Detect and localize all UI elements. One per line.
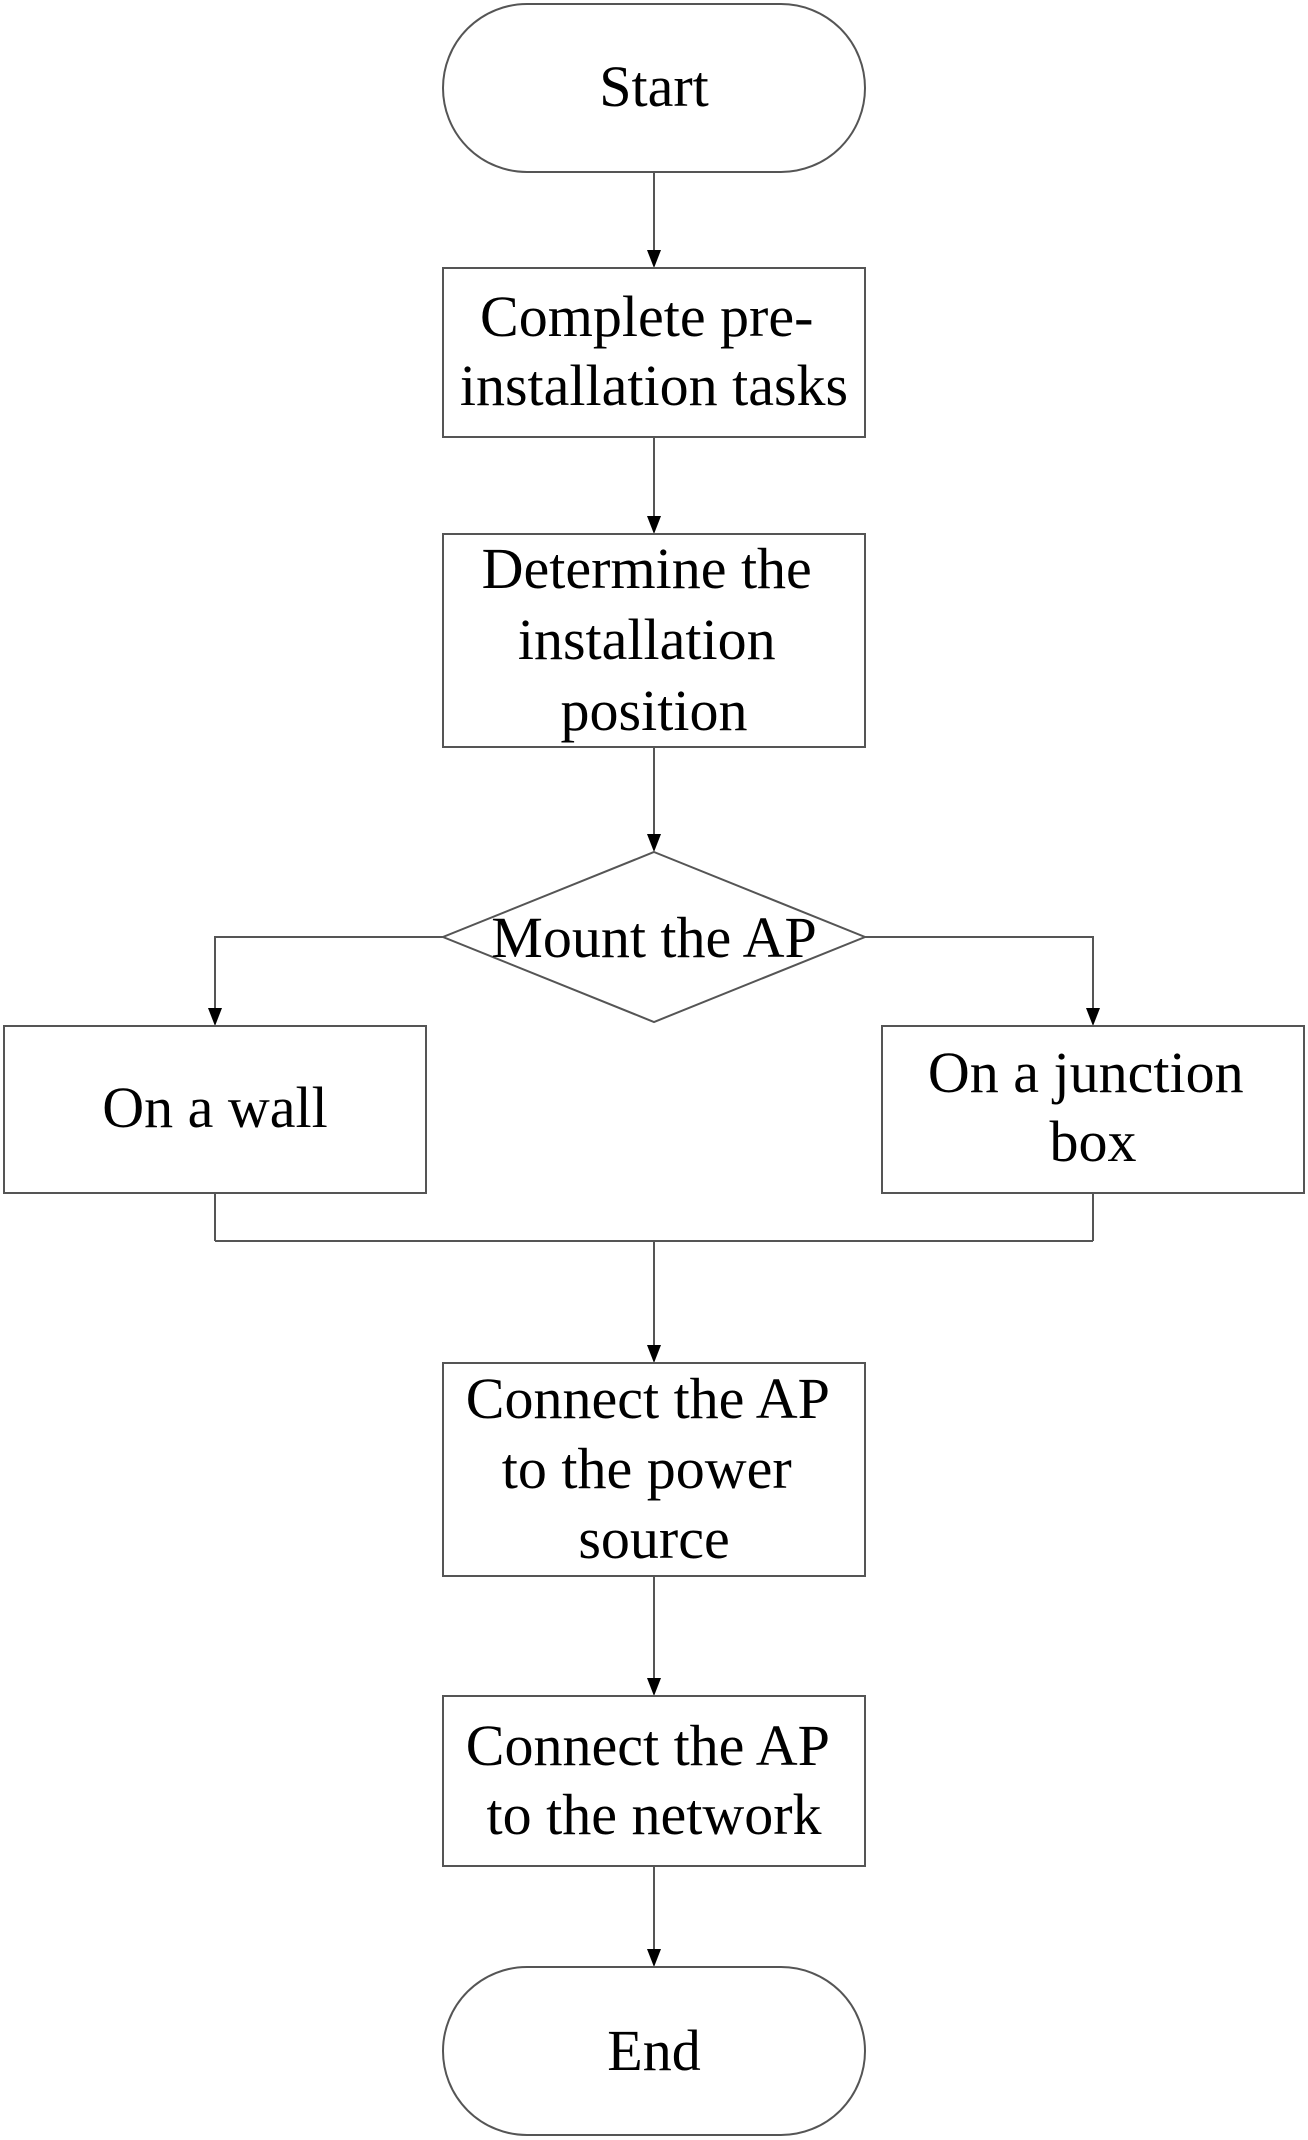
step2-line-3: position [561,678,748,743]
arrowhead-decision [647,834,661,852]
step3-line-1: Connect the AP [466,1366,828,1431]
step3-label: Connect the AP to the power source [466,1366,842,1571]
step4-line-2: to the network [486,1782,821,1847]
step-connect-network: Connect the AP to the network [442,1695,866,1867]
start-node: Start [442,3,866,173]
start-label: Start [599,54,709,119]
start-terminator [442,3,866,173]
arrowhead-step4 [647,1678,661,1696]
step4-label: Connect the AP to the network [466,1713,842,1847]
option-on-wall: On a wall [3,1025,427,1194]
arrowhead-end [647,1949,661,1967]
option-right-line-2: box [1050,1109,1137,1174]
step3-line-2: to the power [502,1436,792,1501]
arrowhead-right [1086,1008,1100,1026]
step-connect-power: Connect the AP to the power source [442,1362,866,1577]
decision-diamond [440,850,868,1024]
option-right-label: On a junction box [928,1040,1258,1174]
step4-line-1: Connect the AP [466,1713,828,1778]
step3-box [442,1362,866,1577]
step1-line-1: Complete pre- [480,284,813,349]
arrowhead-step1 [647,250,661,268]
step4-box [442,1695,866,1867]
end-terminator [442,1966,866,2136]
option-left-label: On a wall [102,1075,328,1140]
end-label: End [607,2018,700,2083]
step-determine-position: Determine the installation position [442,533,866,748]
step2-box [442,533,866,748]
step1-box [442,267,866,438]
arrowhead-step3 [647,1345,661,1363]
step1-line-2: installation tasks [460,353,848,418]
step2-line-2: installation [518,607,776,672]
step2-label: Determine the installation position [482,536,827,743]
decision-label: Mount the AP [491,905,817,970]
step3-line-3: source [578,1506,729,1571]
step1-label: Complete pre- installation tasks [460,284,848,418]
end-node: End [442,1966,866,2136]
option-left-box [3,1025,427,1194]
step2-line-1: Determine the [482,536,812,601]
arrowhead-step2 [647,516,661,534]
connectors [208,172,1100,1967]
step-complete-pre-installation: Complete pre- installation tasks [442,267,866,438]
option-right-box [881,1025,1305,1194]
option-right-line-1: On a junction [928,1040,1244,1105]
connector-decision-to-left [214,936,443,1010]
decision-mount-ap: Mount the AP [440,850,868,1024]
arrowhead-left [208,1008,222,1026]
connector-decision-to-right [865,936,1094,1010]
option-on-junction-box: On a junction box [881,1025,1305,1194]
